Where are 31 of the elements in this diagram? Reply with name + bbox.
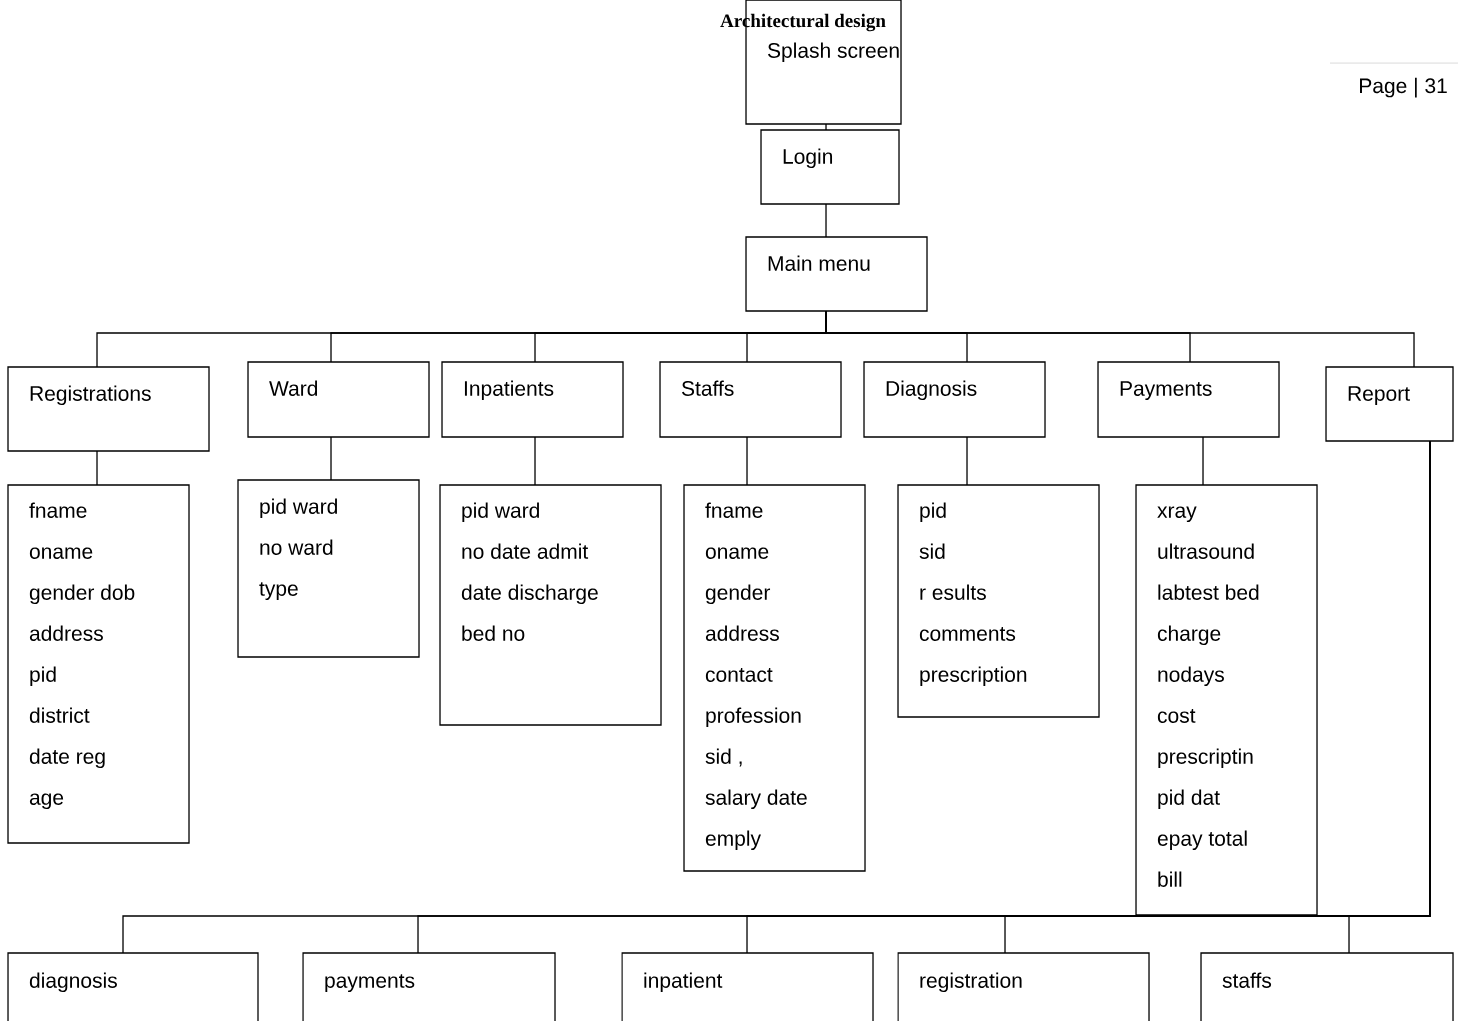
menu-box: Main menu <box>745 236 928 312</box>
module-box: Ward <box>247 361 430 438</box>
report-box: registration <box>897 952 1150 1021</box>
connector-line <box>746 436 748 486</box>
connector-line <box>825 310 1415 368</box>
module-box: Diagnosis <box>863 361 1046 438</box>
field-list-box: pid sid r esults comments prescription <box>897 484 1100 718</box>
field-list-box: pid ward no ward type <box>237 479 420 658</box>
module-box: Inpatients <box>441 361 624 438</box>
connector-line <box>825 203 827 238</box>
module-box: Staffs <box>659 361 842 438</box>
module-box: Registrations <box>7 366 210 452</box>
report-box: inpatient <box>621 952 874 1021</box>
field-list-box: fname oname gender dob address pid district date reg age <box>7 484 190 844</box>
field-list-box: fname oname gender address contact profession sid , salary date emply <box>683 484 866 872</box>
module-box: Report <box>1325 366 1454 442</box>
connector-line <box>1348 440 1431 954</box>
connector-line <box>825 123 827 131</box>
module-box: Payments <box>1097 361 1280 438</box>
connector-line <box>534 436 536 486</box>
report-box: payments <box>302 952 556 1021</box>
connector-line <box>1202 436 1204 486</box>
connector-line <box>966 436 968 486</box>
connector-line <box>330 436 332 481</box>
process-box: Login <box>760 129 900 205</box>
page-number: Page | 31 <box>1360 77 1447 98</box>
report-box: staffs <box>1200 952 1454 1021</box>
connector-line <box>96 450 98 486</box>
report-box: diagnosis <box>7 952 259 1021</box>
field-list-box: xray ultrasound labtest bed charge nodays cost prescriptin pid dat epay total bill <box>1135 484 1318 916</box>
field-list-box: pid ward no date admit date discharge bed no <box>439 484 662 726</box>
